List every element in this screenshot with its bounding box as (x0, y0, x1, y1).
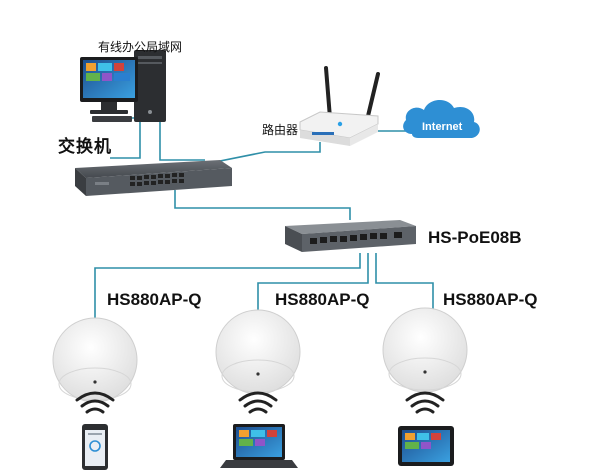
tablet-icon (398, 426, 454, 466)
poe-switch-label: HS-PoE08B (428, 228, 522, 247)
access-point-icon (52, 317, 138, 403)
poe-ports (310, 232, 402, 244)
network-switch-icon (75, 160, 232, 196)
wifi-signal-icon (405, 391, 445, 414)
cable-pc-switch (110, 117, 141, 159)
access-point-icon (382, 307, 468, 393)
internet-label: Internet (422, 121, 463, 133)
ap2-label: HS880AP-Q (275, 290, 370, 309)
poe-switch-icon (285, 220, 416, 252)
cable-poe-ap1 (94, 253, 361, 330)
office-lan-label: 有线办公局域网 (98, 40, 183, 54)
ap3-label: HS880AP-Q (443, 290, 538, 309)
wifi-signal-icon (75, 391, 115, 414)
router-label: 路由器 (262, 123, 299, 137)
cable-poe-ap2 (257, 253, 369, 318)
laptop-icon (220, 424, 298, 468)
smartphone-icon (82, 424, 108, 470)
internet-cloud-icon (403, 99, 480, 138)
cable-switch-poe (174, 190, 351, 220)
cable-switch-router (199, 142, 321, 166)
desktop-computer-icon (80, 50, 166, 122)
switch-ports (130, 173, 184, 186)
wifi-router-icon (299, 66, 380, 146)
cable-pc-switch-2 (155, 117, 205, 161)
switch-label: 交换机 (58, 137, 112, 157)
wifi-signal-icon (238, 391, 278, 414)
access-point-icon (215, 309, 301, 395)
cable-poe-ap3 (375, 253, 434, 316)
ap1-label: HS880AP-Q (107, 290, 202, 309)
